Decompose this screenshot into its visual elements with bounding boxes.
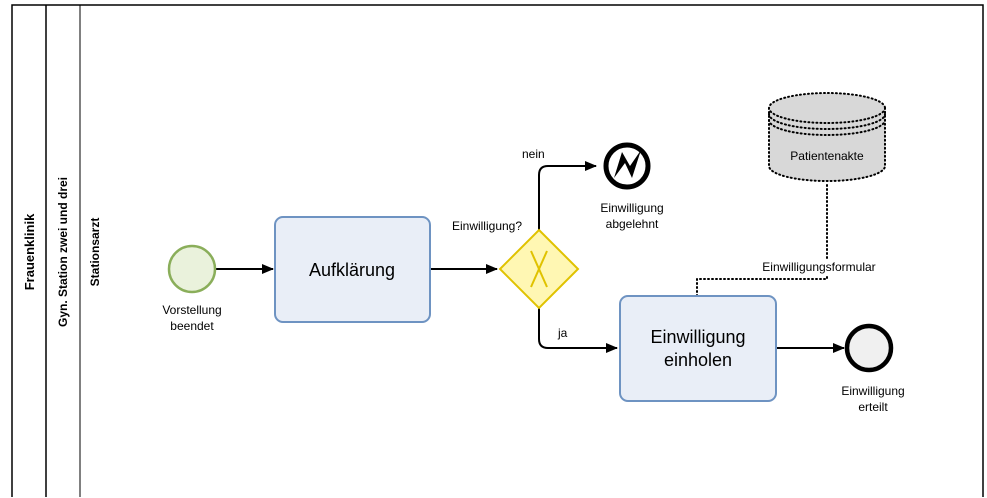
start-event-label-line2: beendet [170,319,214,333]
data-store-label: Patientenakte [790,149,864,163]
gateway-label: Einwilligung? [452,219,522,233]
gateway-x-icon [530,250,548,288]
lane-title-stationsarzt: Stationsarzt [88,218,102,287]
error-end-label-line1: Einwilligung [600,201,663,215]
flow-nein [538,161,597,230]
task-einholen-label-line2: einholen [664,350,732,370]
start-event-label-line1: Vorstellung [162,303,221,317]
flow-label-ja: ja [557,326,568,340]
end-event-label-line1: Einwilligung [841,384,904,398]
flow-ja [538,308,618,353]
data-store[interactable] [768,92,886,182]
lane-title-station: Gyn. Station zwei und drei [56,177,70,327]
data-association [696,184,828,297]
end-event[interactable] [844,323,894,373]
association-label: Einwilligungsformular [762,260,875,274]
sequence-flows [216,161,845,353]
task-aufklaerung-label: Aufklärung [309,260,395,280]
error-end-label-line2: abgelehnt [606,217,659,231]
end-event-label-line2: erteilt [858,400,888,414]
pool [11,4,984,497]
pool-title: Frauenklinik [22,213,37,290]
error-lightning-icon [614,150,641,178]
flow-label-nein: nein [522,147,545,161]
start-event[interactable] [167,244,217,294]
association-label-bg [750,259,888,275]
task-einholen-label-line1: Einwilligung [650,327,745,347]
task-einholen[interactable] [619,295,777,402]
task-aufklaerung[interactable] [274,216,431,323]
